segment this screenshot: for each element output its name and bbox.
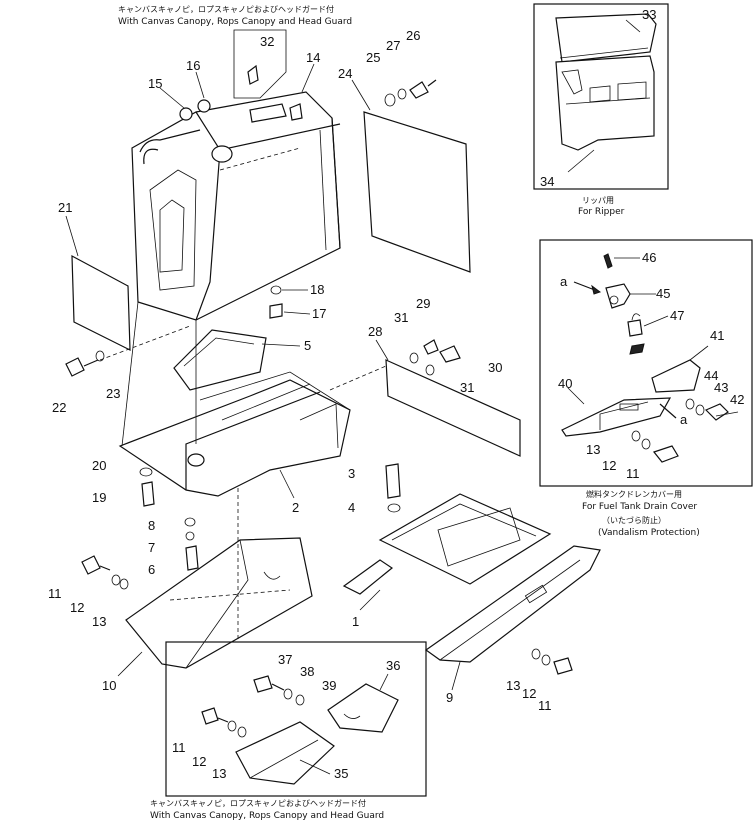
callout-37: 37 bbox=[278, 652, 292, 667]
callout-16: 16 bbox=[186, 58, 200, 73]
callout-9: 9 bbox=[446, 690, 453, 705]
callout-31-lower: 31 bbox=[460, 380, 474, 395]
ripper-inset: 33 34 bbox=[533, 3, 669, 190]
callout-11-right: 11 bbox=[538, 698, 552, 713]
callout-13-inset: 13 bbox=[586, 442, 600, 457]
callout-13-bottom: 13 bbox=[212, 766, 226, 781]
callout-3: 3 bbox=[348, 466, 355, 481]
caption-fuel-jp: 燃料タンクドレンカバー用 bbox=[586, 489, 682, 499]
callout-4: 4 bbox=[348, 500, 355, 515]
frame: 2 bbox=[118, 371, 351, 515]
callout-7: 7 bbox=[148, 540, 155, 555]
callout-29: 29 bbox=[416, 296, 430, 311]
caption-vandal-jp: （いたづら防止） bbox=[602, 515, 666, 525]
callout-47: 47 bbox=[670, 308, 684, 323]
callout-39: 39 bbox=[322, 678, 336, 693]
callout-5: 5 bbox=[304, 338, 311, 353]
callout-14: 14 bbox=[306, 50, 320, 65]
callout-15: 15 bbox=[148, 76, 162, 91]
callout-2: 2 bbox=[292, 500, 299, 515]
callout-34: 34 bbox=[540, 174, 554, 189]
callout-12-right: 12 bbox=[522, 686, 536, 701]
arrow-label-a-upper: a bbox=[560, 274, 568, 289]
callout-41: 41 bbox=[710, 328, 724, 343]
arrow-label-a-lower: a bbox=[680, 412, 688, 427]
callout-12-inset: 12 bbox=[602, 458, 616, 473]
bottom-inset: 37 38 39 36 11 12 13 35 bbox=[165, 641, 427, 797]
callout-20: 20 bbox=[92, 458, 106, 473]
callout-46: 46 bbox=[642, 250, 656, 265]
callout-17: 17 bbox=[312, 306, 326, 321]
caption-bottom-jp: キャンバスキャノピ，ロプスキャノピおよびヘッドガード付 bbox=[150, 798, 366, 808]
callout-30: 30 bbox=[488, 360, 502, 375]
callout-13-left: 13 bbox=[92, 614, 106, 629]
callout-32: 32 bbox=[260, 34, 274, 49]
callout-6: 6 bbox=[148, 562, 155, 577]
caption-bottom-en: With Canvas Canopy, Rops Canopy and Head… bbox=[150, 811, 384, 821]
callout-35: 35 bbox=[334, 766, 348, 781]
callout-27: 27 bbox=[386, 38, 400, 53]
callout-21: 21 bbox=[58, 200, 72, 215]
callout-13-right: 13 bbox=[506, 678, 520, 693]
callout-11-left: 11 bbox=[48, 586, 62, 601]
callout-40: 40 bbox=[558, 376, 572, 391]
callout-23: 23 bbox=[106, 386, 120, 401]
fuel-cover-inset: 46 a 45 47 41 40 a 44 43 42 bbox=[539, 239, 753, 487]
callout-11-inset: 11 bbox=[626, 466, 640, 481]
caption-top-en: With Canvas Canopy, Rops Canopy and Head… bbox=[118, 17, 352, 27]
callout-12-bottom: 12 bbox=[192, 754, 206, 769]
callout-28: 28 bbox=[368, 324, 382, 339]
callout-18: 18 bbox=[310, 282, 324, 297]
callout-42: 42 bbox=[730, 392, 744, 407]
callout-19: 19 bbox=[92, 490, 106, 505]
callout-44: 44 bbox=[704, 368, 718, 383]
callout-12-left: 12 bbox=[70, 600, 84, 615]
caption-ripper-jp: リッパ用 bbox=[582, 196, 614, 205]
callout-10: 10 bbox=[102, 678, 116, 693]
callout-38: 38 bbox=[300, 664, 314, 679]
callout-33: 33 bbox=[642, 7, 656, 22]
callout-45: 45 bbox=[656, 286, 670, 301]
callout-31-upper: 31 bbox=[394, 310, 408, 325]
callout-36: 36 bbox=[386, 658, 400, 673]
callout-26: 26 bbox=[406, 28, 420, 43]
callout-25: 25 bbox=[366, 50, 380, 65]
caption-fuel-en: For Fuel Tank Drain Cover bbox=[582, 502, 697, 512]
caption-vandal-en: (Vandalism Protection) bbox=[598, 528, 700, 538]
seat-frame: 1 bbox=[342, 493, 552, 629]
callout-24: 24 bbox=[338, 66, 352, 81]
callout-22: 22 bbox=[52, 400, 66, 415]
fuel-tank: 14 bbox=[131, 50, 341, 321]
callout-1: 1 bbox=[352, 614, 359, 629]
callout-11-bottom: 11 bbox=[172, 740, 186, 755]
caption-ripper-en: For Ripper bbox=[578, 207, 625, 217]
callout-8: 8 bbox=[148, 518, 155, 533]
caption-top-jp: キャンバスキャノピ，ロプスキャノピおよびヘッドガード付 bbox=[118, 4, 334, 14]
callout-43: 43 bbox=[714, 380, 728, 395]
